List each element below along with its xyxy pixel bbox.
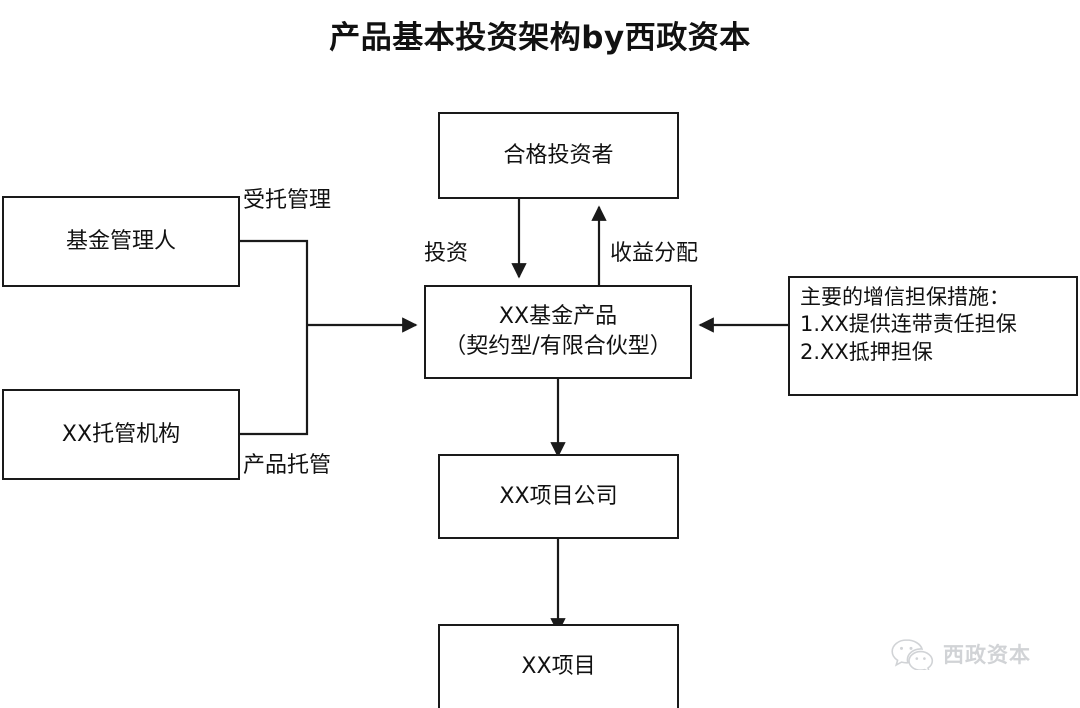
node-fund-product[interactable]: XX基金产品 （契约型/有限合伙型） [424,285,692,379]
page-title: 产品基本投资架构by西政资本 [329,20,751,56]
node-fund-manager[interactable]: 基金管理人 [2,196,240,287]
node-credit-enhancement[interactable]: 主要的增信担保措施： 1.XX提供连带责任担保 2.XX抵押担保 [788,276,1078,396]
node-project-company-label: XX项目公司 [499,483,618,509]
connector-managers-bracket [240,239,309,436]
wechat-icon [890,638,934,670]
node-project-company[interactable]: XX项目公司 [438,454,679,539]
node-qualified-investor[interactable]: 合格投资者 [438,112,679,199]
edge-label-profit-distribution: 收益分配 [610,241,699,266]
node-fund-manager-label: 基金管理人 [65,228,176,254]
node-project-label: XX项目 [521,654,596,680]
node-custodian-label: XX托管机构 [61,421,181,447]
edge-label-entrusted-management: 受托管理 [243,188,332,213]
node-credit-enhancement-label: 主要的增信担保措施： 1.XX提供连带责任担保 2.XX抵押担保 [800,285,1017,364]
node-project[interactable]: XX项目 [438,624,679,708]
watermark: 西政资本 [890,638,1031,670]
edge-label-investment: 投资 [424,241,469,266]
edge-label-product-custody: 产品托管 [243,453,332,478]
node-fund-product-label: XX基金产品 （契约型/有限合伙型） [444,304,672,359]
watermark-text: 西政资本 [943,643,1031,667]
node-qualified-investor-label: 合格投资者 [503,142,614,168]
node-custodian[interactable]: XX托管机构 [2,389,240,480]
